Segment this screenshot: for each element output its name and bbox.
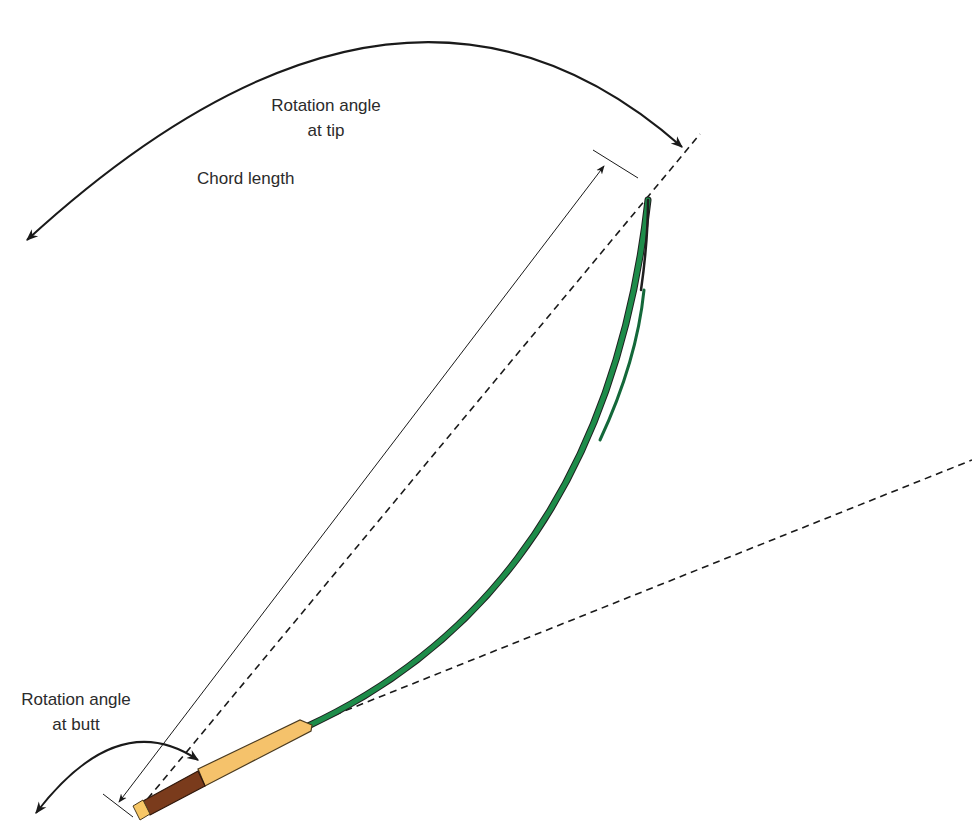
chord-dashed-line (140, 134, 700, 808)
tip-angle-label: Rotation angle at tip (262, 93, 390, 143)
tip-rotation-arc (27, 42, 682, 240)
rod-tip (641, 200, 648, 290)
butt-cap (133, 800, 150, 820)
dimension-tick (103, 794, 133, 817)
butt-angle-label: Rotation angle at butt (12, 687, 140, 737)
butt-axis-dashed-line (312, 460, 972, 724)
chord-length-label: Chord length (197, 166, 294, 191)
chord-dimension-arrow (119, 166, 604, 802)
dimension-tick (593, 150, 638, 178)
rod-blank-outline (306, 200, 648, 727)
reel-seat (143, 771, 205, 815)
cork-handle (198, 720, 312, 786)
rod-blank (306, 200, 648, 727)
rod-tip-section (600, 290, 644, 440)
